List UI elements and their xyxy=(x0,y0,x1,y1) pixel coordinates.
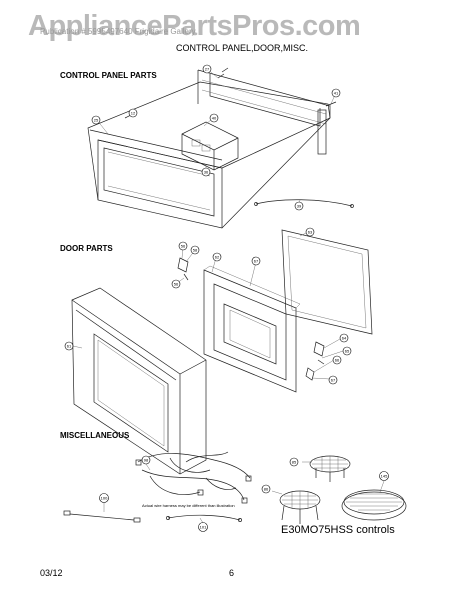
callout-39: 39 xyxy=(294,201,304,211)
harness-note: Actual wire harness may be different tha… xyxy=(142,503,235,508)
footer-page-number: 6 xyxy=(229,568,235,578)
callout-145: 145 xyxy=(379,471,389,481)
section-door-parts: DOOR PARTS xyxy=(60,244,113,253)
svg-text:98: 98 xyxy=(144,458,149,463)
svg-text:39: 39 xyxy=(297,204,302,209)
callout-67a: 67 xyxy=(251,256,261,266)
svg-text:62: 62 xyxy=(215,255,220,260)
callout-58: 58 xyxy=(190,245,200,255)
door-assembly xyxy=(71,229,373,475)
svg-text:27: 27 xyxy=(205,67,210,72)
svg-text:101: 101 xyxy=(200,525,207,530)
callout-25: 25 xyxy=(91,115,101,125)
svg-text:64: 64 xyxy=(342,336,347,341)
svg-text:63: 63 xyxy=(308,230,313,235)
callout-100: 100 xyxy=(99,493,109,503)
svg-text:100: 100 xyxy=(101,496,108,501)
callout-85: 85 xyxy=(289,457,299,467)
callout-12: 12 xyxy=(128,108,138,118)
svg-text:65: 65 xyxy=(345,349,350,354)
svg-text:12: 12 xyxy=(131,111,136,116)
callout-64: 64 xyxy=(339,333,349,343)
footer-date: 03/12 xyxy=(40,568,63,578)
svg-text:85: 85 xyxy=(292,460,297,465)
callout-56b: 56 xyxy=(171,279,181,289)
svg-text:145: 145 xyxy=(381,474,388,479)
callout-63: 63 xyxy=(305,227,315,237)
publication-header: Publication # 5995497640 Frigidaire Gall… xyxy=(40,27,196,36)
svg-text:41: 41 xyxy=(334,91,339,96)
svg-text:56: 56 xyxy=(174,282,179,287)
callout-27: 27 xyxy=(202,64,212,74)
controls-model-note: E30MO75HSS controls xyxy=(281,524,395,536)
callout-101: 101 xyxy=(198,522,208,532)
page-title: CONTROL PANEL,DOOR,MISC. xyxy=(176,43,309,53)
callout-62: 62 xyxy=(212,252,222,262)
svg-text:67: 67 xyxy=(254,259,259,264)
callout-40: 40 xyxy=(209,113,219,123)
callout-98: 98 xyxy=(141,455,151,465)
callout-86: 86 xyxy=(261,484,271,494)
svg-text:61: 61 xyxy=(67,344,72,349)
callout-67b: 67 xyxy=(328,375,338,385)
callout-65: 65 xyxy=(342,346,352,356)
svg-text:36: 36 xyxy=(204,170,209,175)
section-control-panel-parts: CONTROL PANEL PARTS xyxy=(60,71,157,80)
svg-text:66: 66 xyxy=(335,358,340,363)
misc-parts xyxy=(63,451,407,524)
callout-36: 36 xyxy=(201,167,211,177)
callout-66: 66 xyxy=(332,355,342,365)
svg-text:25: 25 xyxy=(94,118,99,123)
svg-text:67: 67 xyxy=(331,378,336,383)
control-panel-assembly xyxy=(87,67,354,229)
svg-text:58: 58 xyxy=(193,248,198,253)
watermark: AppliancePartsPros.com xyxy=(28,10,361,42)
callout-41: 41 xyxy=(331,88,341,98)
svg-text:56: 56 xyxy=(181,244,186,249)
svg-text:40: 40 xyxy=(212,116,217,121)
callout-61: 61 xyxy=(64,341,74,351)
callout-56: 56 xyxy=(178,241,188,251)
section-miscellaneous: MISCELLANEOUS xyxy=(60,431,130,440)
svg-text:86: 86 xyxy=(264,487,269,492)
